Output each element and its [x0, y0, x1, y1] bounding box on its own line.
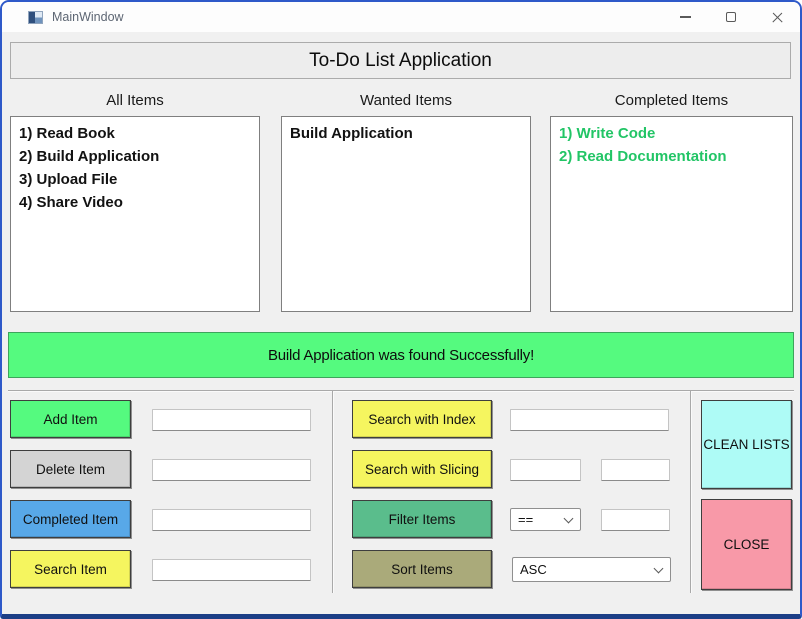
- list-item[interactable]: 3) Upload File: [19, 171, 118, 188]
- vertical-divider: [332, 391, 333, 593]
- search-item-button[interactable]: Search Item: [10, 550, 131, 588]
- list-item[interactable]: Build Application: [290, 125, 413, 142]
- minimize-icon: [679, 16, 691, 18]
- search-index-input[interactable]: [510, 409, 669, 431]
- wanted-items-label: Wanted Items: [360, 92, 452, 109]
- all-items-label: All Items: [106, 92, 164, 109]
- completed-items-list[interactable]: 1) Write Code 2) Read Documentation: [550, 116, 793, 312]
- search-item-input[interactable]: [152, 559, 311, 581]
- sort-order-select[interactable]: ASC: [512, 557, 671, 582]
- chevron-down-icon: [653, 563, 664, 573]
- slicing-start-input[interactable]: [510, 459, 581, 481]
- clean-lists-button[interactable]: CLEAN LISTS: [701, 400, 792, 489]
- sort-items-button[interactable]: Sort Items: [352, 550, 492, 588]
- vertical-divider: [690, 391, 691, 593]
- list-item[interactable]: 4) Share Video: [19, 194, 123, 211]
- status-message: Build Application was found Successfully…: [8, 332, 794, 378]
- filter-operator-value: ==: [518, 512, 534, 527]
- list-item[interactable]: 1) Read Book: [19, 125, 115, 142]
- wanted-items-list[interactable]: Build Application: [281, 116, 531, 312]
- page-title-text: To-Do List Application: [309, 49, 492, 71]
- add-item-button[interactable]: Add Item: [10, 400, 131, 438]
- status-message-text: Build Application was found Successfully…: [267, 346, 535, 364]
- add-item-input[interactable]: [152, 409, 311, 431]
- app-window-icon: [28, 10, 43, 24]
- maximize-button[interactable]: [708, 2, 754, 32]
- search-with-index-button[interactable]: Search with Index: [352, 400, 492, 438]
- completed-item-button[interactable]: Completed Item: [10, 500, 131, 538]
- all-items-list[interactable]: 1) Read Book 2) Build Application 3) Upl…: [10, 116, 260, 312]
- filter-operator-select[interactable]: ==: [510, 508, 581, 531]
- close-icon: [771, 11, 784, 24]
- close-button[interactable]: [754, 2, 800, 32]
- window-controls: [662, 2, 800, 32]
- completed-items-label: Completed Items: [614, 92, 729, 109]
- delete-item-button[interactable]: Delete Item: [10, 450, 131, 488]
- window-title: MainWindow: [52, 10, 124, 24]
- minimize-button[interactable]: [662, 2, 708, 32]
- chevron-down-icon: [563, 513, 574, 523]
- page-title: To-Do List Application: [10, 42, 791, 79]
- filter-value-input[interactable]: [601, 509, 670, 531]
- maximize-icon: [726, 12, 736, 22]
- sort-order-value: ASC: [520, 562, 547, 577]
- completed-item-input[interactable]: [152, 509, 311, 531]
- list-item[interactable]: 1) Write Code: [559, 125, 656, 142]
- list-item[interactable]: 2) Read Documentation: [559, 148, 727, 165]
- titlebar: MainWindow: [2, 2, 800, 32]
- close-app-button[interactable]: CLOSE: [701, 499, 792, 590]
- filter-items-button[interactable]: Filter Items: [352, 500, 492, 538]
- horizontal-divider: [8, 390, 794, 391]
- list-item[interactable]: 2) Build Application: [19, 148, 160, 165]
- slicing-end-input[interactable]: [601, 459, 670, 481]
- search-with-slicing-button[interactable]: Search with Slicing: [352, 450, 492, 488]
- delete-item-input[interactable]: [152, 459, 311, 481]
